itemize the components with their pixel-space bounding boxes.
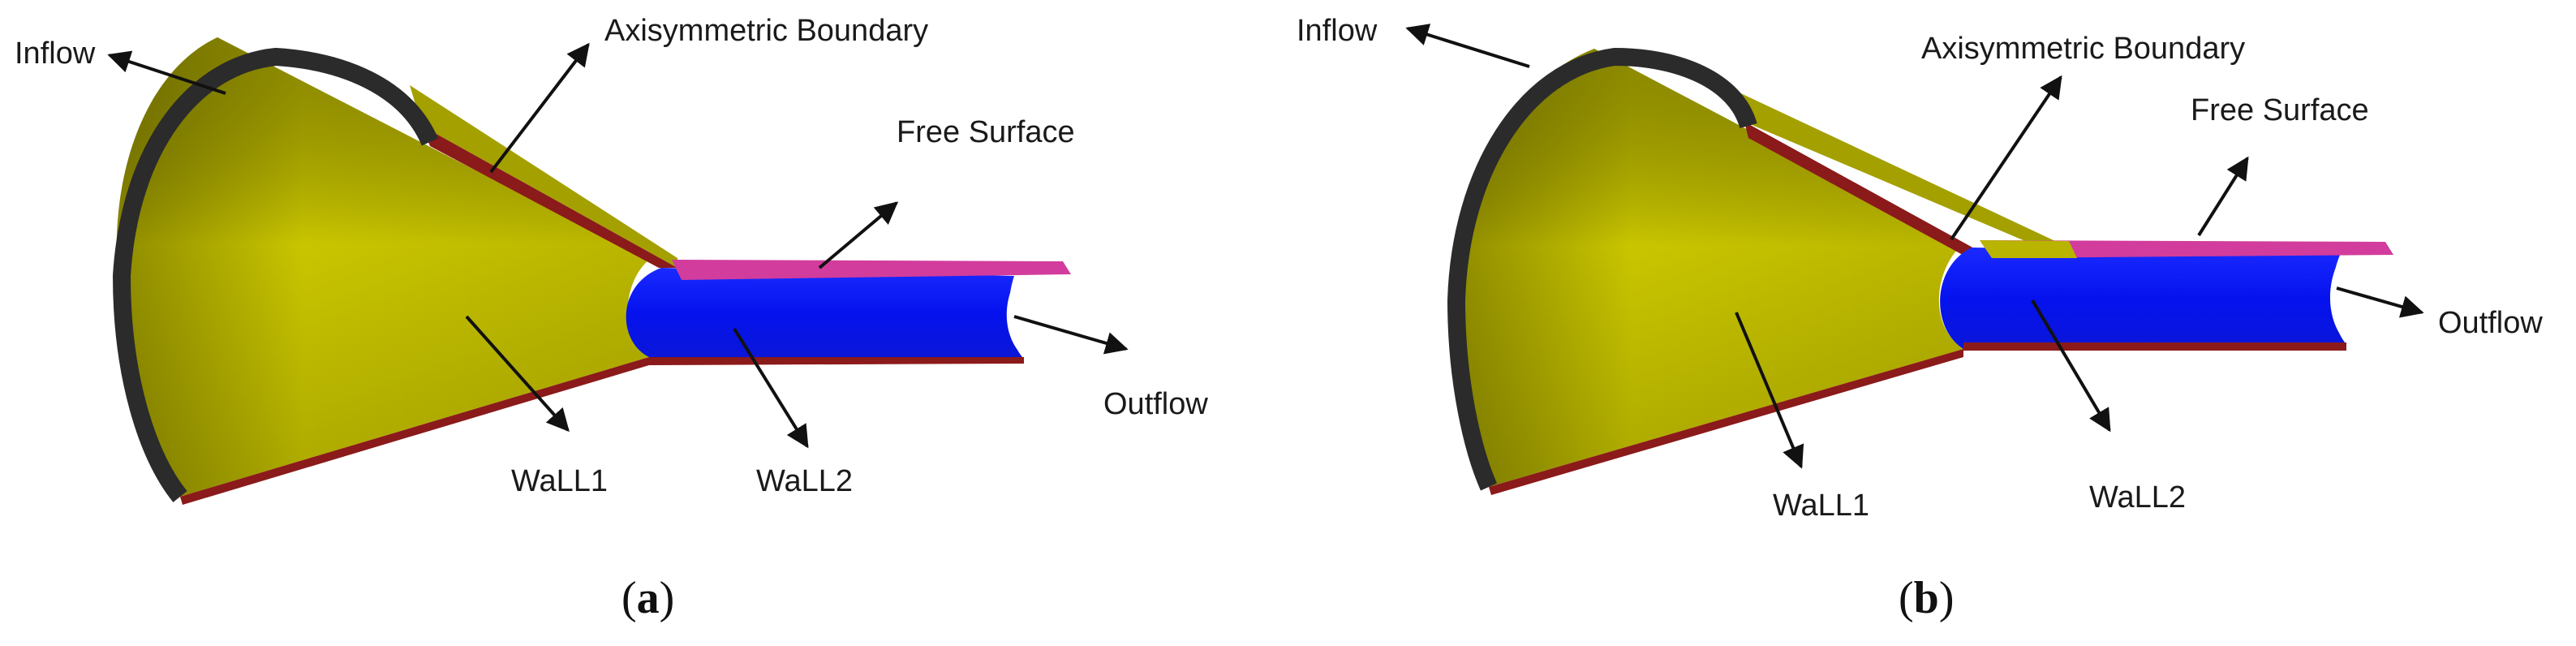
wall2-pipe	[1940, 248, 2345, 349]
label-axisymmetric-b: Axisymmetric Boundary	[1921, 32, 2245, 66]
panel-b: Inflow Axisymmetric Boundary Free Surfac…	[1297, 14, 2543, 623]
label-freesurface-b: Free Surface	[2191, 93, 2369, 127]
free-surface-yellow-tip	[1980, 240, 2077, 258]
inflow-rim	[112, 47, 439, 502]
caption-letter-a: a	[637, 573, 660, 623]
wall1-bottom-edge	[180, 357, 649, 505]
label-outflow-b: Outflow	[2438, 306, 2543, 340]
caption-letter-b: b	[1914, 573, 1939, 623]
arrow-inflow-a	[107, 50, 226, 95]
label-wall1-a: WaLL1	[511, 464, 608, 498]
arrow-inflow-b	[1405, 24, 1530, 68]
axisymmetric-boundary-band	[1744, 122, 1992, 260]
panel-a: Inflow Axisymmetric Boundary Free Surfac…	[15, 14, 1208, 623]
free-surface-strip	[1980, 240, 2393, 258]
label-axisymmetric-a: Axisymmetric Boundary	[604, 14, 928, 48]
wall2-bottom-edge	[1963, 342, 2346, 351]
wall1-bottom-edge	[1489, 349, 1963, 495]
arrow-wall1-a	[465, 315, 570, 433]
free-surface-strip	[672, 260, 1071, 280]
label-inflow-b: Inflow	[1297, 14, 1378, 48]
label-inflow-a: Inflow	[15, 37, 96, 71]
wall2-bottom-edge	[649, 357, 1024, 365]
arrow-freesurface-b	[2197, 156, 2249, 237]
label-outflow-a: Outflow	[1103, 387, 1208, 421]
caption-b: (b)	[1899, 573, 1954, 623]
arrow-wall2-a	[733, 327, 809, 449]
cone-shading	[1451, 49, 1963, 487]
arrow-outflow-b	[2336, 286, 2424, 318]
arrow-wall1-b	[1735, 312, 1804, 469]
arrow-axisym-a	[489, 42, 590, 174]
arrow-axisym-b	[1950, 75, 2062, 241]
label-wall1-b: WaLL1	[1773, 489, 1869, 523]
axisymmetric-top-strip	[1732, 89, 2069, 260]
arrow-outflow-a	[1013, 315, 1129, 355]
axisymmetric-top-strip	[410, 85, 677, 268]
label-wall2-b: WaLL2	[2089, 480, 2186, 515]
caption-a: (a)	[621, 573, 674, 623]
label-wall2-a: WaLL2	[756, 464, 853, 498]
arrow-freesurface-a	[818, 201, 899, 269]
pipe-outlet-opening	[2329, 253, 2351, 342]
pipe-outlet-opening	[1006, 276, 1029, 357]
label-freesurface-a: Free Surface	[897, 115, 1075, 149]
wall2-pipe	[626, 268, 1022, 357]
arrow-wall2-b	[2031, 299, 2111, 433]
cone-shading	[116, 37, 650, 497]
inflow-rim	[1447, 47, 1757, 491]
